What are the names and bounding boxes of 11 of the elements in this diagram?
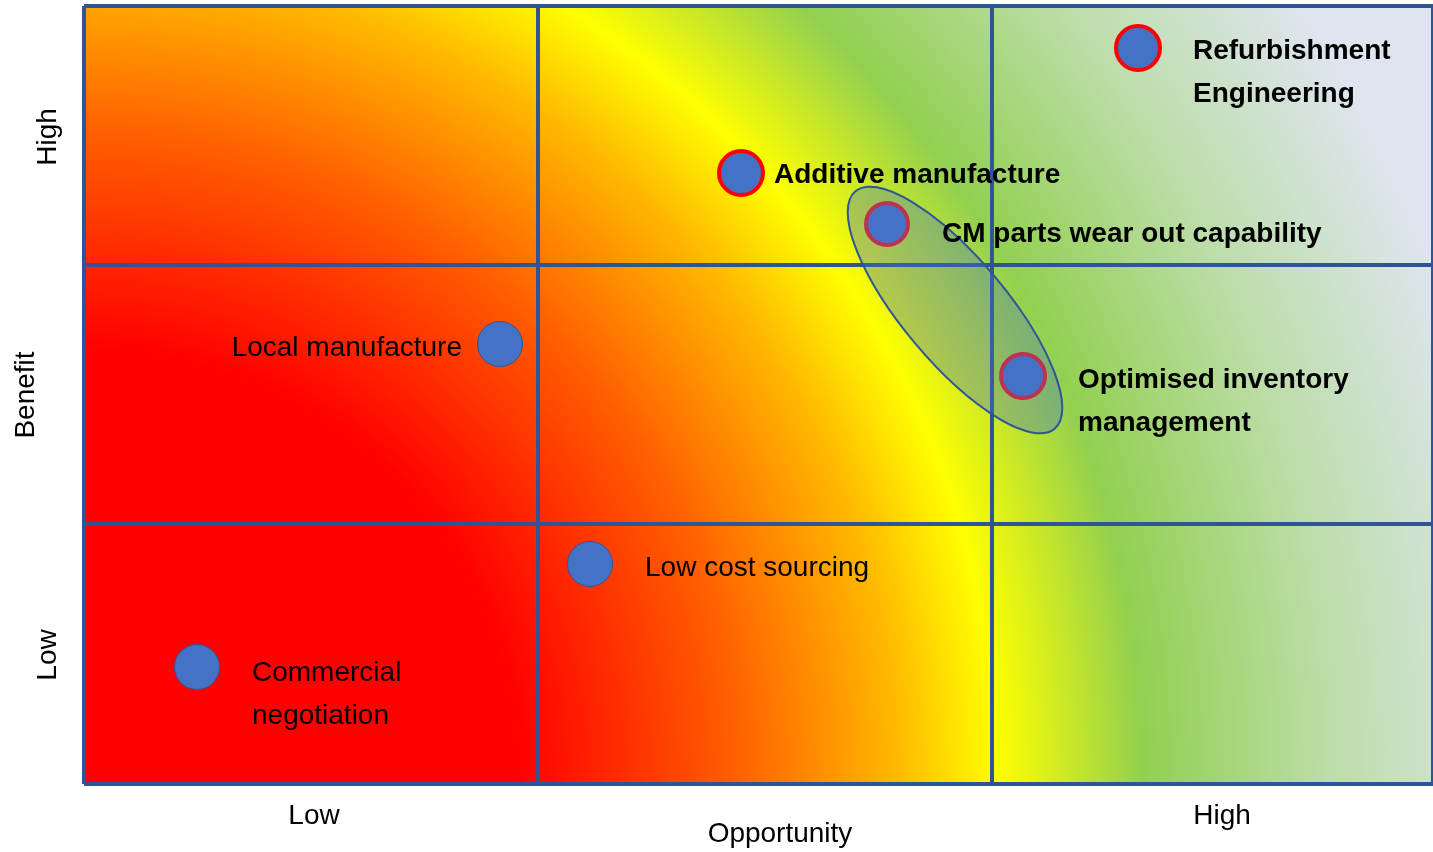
point-label: Low cost sourcing [645, 550, 871, 584]
axis-title: Benefit [9, 351, 41, 439]
point-label: Refurbishment Engineering [1193, 33, 1392, 110]
point-label: Local manufacture [230, 330, 462, 364]
axis-tick-label: Low [31, 629, 63, 681]
axis-tick-label: Low [288, 799, 340, 831]
axis-tick-label: High [31, 108, 63, 166]
axis-title: Opportunity [707, 817, 853, 849]
point-label: Optimised inventory management [1078, 362, 1350, 439]
axis-tick-label: High [1193, 799, 1251, 831]
point-label: Commercial negotiation [252, 655, 403, 732]
